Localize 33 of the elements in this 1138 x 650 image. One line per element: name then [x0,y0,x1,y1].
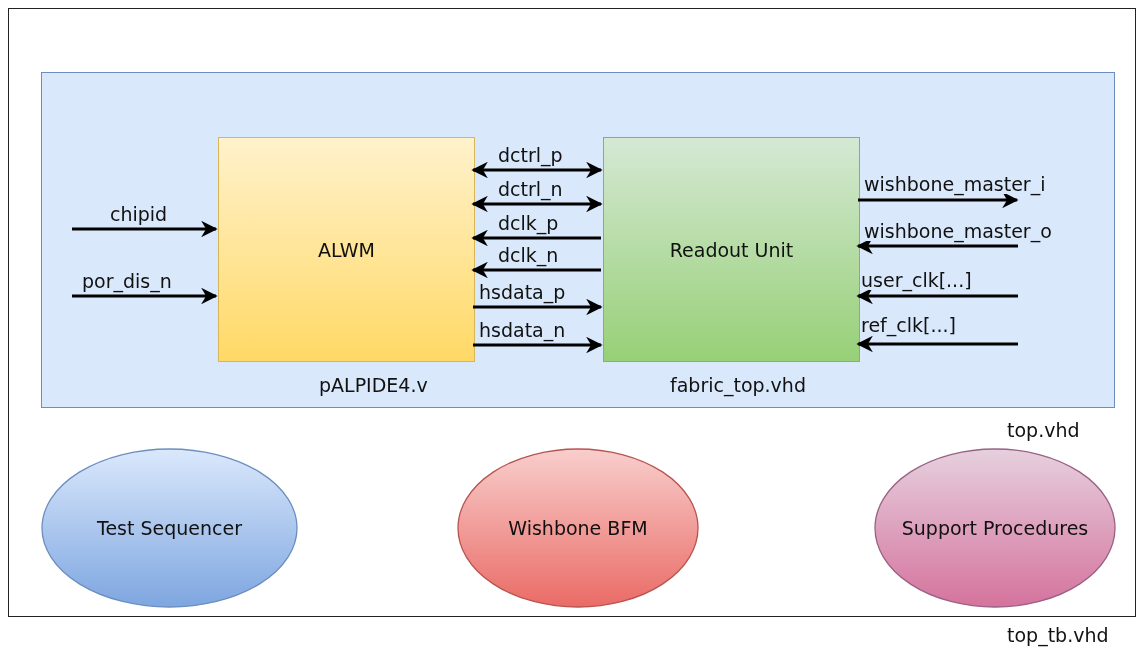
signal-label: dclk_n [497,246,560,265]
signal-label: dctrl_n [497,180,564,199]
arrow [471,195,603,213]
signal-label: wishbone_master_i [863,175,1047,194]
file-name-label: top.vhd [1007,419,1080,441]
signal-label: chipid [109,205,169,224]
signal-label: hsdata_p [478,283,567,302]
signal-label: user_clk[...] [860,271,973,290]
arrow [471,229,601,247]
arrow [473,336,603,354]
arrow [72,287,218,305]
block-label: ALWM [318,238,375,261]
block-label: Support Procedures [901,517,1089,539]
arrow [471,261,601,279]
signal-label: wishbone_master_o [863,222,1053,241]
block-label: Test Sequencer [97,517,242,539]
signal-label: por_dis_n [81,272,173,291]
block-label: Readout Unit [669,238,794,261]
component-ellipse [874,448,1116,608]
file-name-label: pALPIDE4.v [319,374,428,396]
signal-label: dclk_p [497,214,560,233]
file-name-label: fabric_top.vhd [670,374,806,396]
component-ellipse [41,448,298,608]
signal-label: ref_clk[...] [860,316,957,335]
arrow [72,220,218,238]
component-ellipse [457,448,699,608]
arrow [471,161,603,179]
arrow [856,335,1018,353]
block-label: Wishbone BFM [508,517,648,539]
arrow [473,298,603,316]
signal-label: dctrl_p [497,146,564,165]
signal-label: hsdata_n [478,321,567,340]
file-name-label: top_tb.vhd [1007,624,1109,646]
